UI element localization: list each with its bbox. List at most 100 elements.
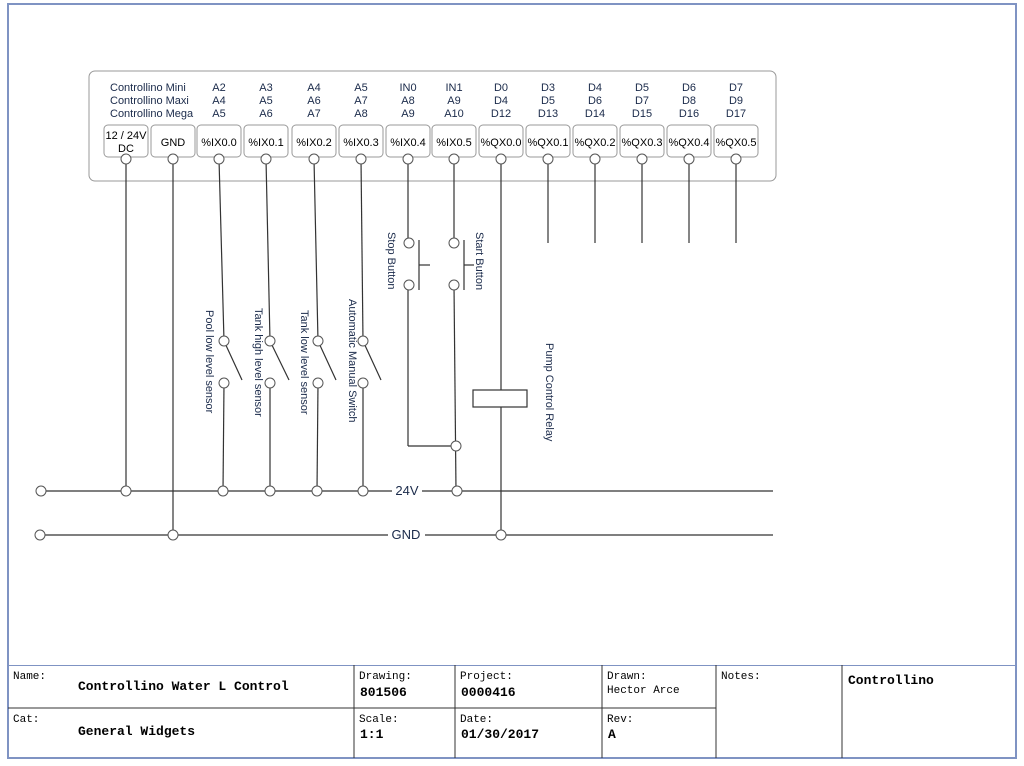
pool-sensor-label: Pool low level sensor — [203, 310, 215, 414]
header-cell: A4 — [212, 95, 225, 107]
pin-label: %IX0.1 — [248, 137, 283, 149]
pin-label: %QX0.3 — [622, 137, 663, 149]
header-cell: D6 — [588, 95, 602, 107]
terminal-node — [402, 153, 414, 165]
terminal-node — [403, 279, 415, 291]
terminal-node — [542, 153, 554, 165]
start-button-label: Start Button — [473, 232, 485, 290]
header-cell: D5 — [541, 95, 555, 107]
terminal-node — [218, 377, 230, 389]
drawing-label: Drawing: — [359, 671, 412, 683]
header-cell: A9 — [401, 108, 414, 120]
header-cell: D5 — [635, 82, 649, 94]
header-cell: D0 — [494, 82, 508, 94]
date-value: 01/30/2017 — [461, 727, 540, 742]
header-label-mini: Controllino Mini — [110, 82, 186, 94]
project-label: Project: — [460, 671, 513, 683]
tank-high-sensor-label: Tank high level sensor — [252, 308, 264, 417]
header-cell: A7 — [354, 95, 367, 107]
terminal-node — [589, 153, 601, 165]
pin-terminal: %IX0.0 — [196, 124, 242, 158]
cat-cell: Cat: General Widgets — [8, 708, 354, 758]
pin-label: 12 / 24V — [106, 130, 148, 142]
terminal-node — [636, 153, 648, 165]
pin-label: %QX0.2 — [575, 137, 616, 149]
header-cell: A6 — [259, 108, 272, 120]
pin-label: %IX0.2 — [296, 137, 331, 149]
scale-label: Scale: — [359, 714, 399, 726]
header-cell: IN0 — [399, 82, 416, 94]
terminal-node — [312, 377, 324, 389]
date-cell: Date: 01/30/2017 — [455, 708, 602, 758]
date-label: Date: — [460, 714, 494, 726]
terminal-node — [260, 153, 272, 165]
pin-label: %IX0.4 — [390, 137, 425, 149]
terminal-node — [403, 237, 415, 249]
drawing-cell: Drawing: 801506 — [354, 665, 455, 708]
terminal-nodes — [34, 153, 742, 541]
pin-terminal: %QX0.0 — [478, 124, 524, 158]
category-value: General Widgets — [78, 724, 196, 739]
pin-label: GND — [161, 137, 186, 149]
header-cell: A6 — [307, 95, 320, 107]
terminal-node — [312, 335, 324, 347]
header-cell: A2 — [212, 82, 225, 94]
name-cell: Name: Controllino Water L Control — [8, 665, 354, 708]
terminal-node — [451, 485, 463, 497]
company-cell: Controllino — [842, 665, 1016, 758]
pin-terminal: %QX0.1 — [525, 124, 571, 158]
terminal-node — [120, 153, 132, 165]
terminal-node — [450, 440, 462, 452]
name-label: Name: — [13, 671, 47, 683]
pin-label: DC — [118, 143, 134, 155]
header-cell: D17 — [726, 108, 746, 120]
terminal-node — [495, 529, 507, 541]
header-cell: D14 — [585, 108, 605, 120]
header-cell: D15 — [632, 108, 652, 120]
terminal-node — [448, 153, 460, 165]
header-cell: D16 — [679, 108, 699, 120]
header-cell: A10 — [444, 108, 464, 120]
company-name: Controllino — [848, 673, 934, 688]
pump-relay-coil — [472, 389, 528, 408]
drawing-number: 801506 — [360, 685, 407, 700]
terminal-node — [217, 485, 229, 497]
cat-label: Cat: — [13, 714, 40, 726]
scale-value: 1:1 — [360, 727, 384, 742]
pin-terminal: %IX0.5 — [431, 124, 477, 158]
terminal-node — [355, 153, 367, 165]
terminal-node — [683, 153, 695, 165]
terminal-node — [264, 335, 276, 347]
header-cell: A5 — [259, 95, 272, 107]
terminal-node — [213, 153, 225, 165]
terminal-node — [34, 529, 46, 541]
rev-label: Rev: — [607, 714, 634, 726]
header-cell: IN1 — [445, 82, 462, 94]
terminal-node — [448, 279, 460, 291]
header-cell: D6 — [682, 82, 696, 94]
terminal-node — [120, 485, 132, 497]
drawn-label: Drawn: — [607, 671, 647, 683]
auto-manual-switch-label: Automatic Manual Switch — [346, 299, 358, 423]
header-cell: A5 — [212, 108, 225, 120]
drawn-by-value: Hector Arce — [607, 685, 680, 697]
terminal-node — [311, 485, 323, 497]
header-cell: A5 — [354, 82, 367, 94]
header-cell: A3 — [259, 82, 272, 94]
header-cell: D7 — [729, 82, 743, 94]
pin-terminal: %IX0.3 — [338, 124, 384, 158]
title-block: Name: Controllino Water L Control Cat: G… — [8, 665, 1016, 758]
pin-terminal: %QX0.2 — [572, 124, 618, 158]
header-cell: D7 — [635, 95, 649, 107]
bus-24v-label: 24V — [395, 483, 418, 498]
header-cell: D12 — [491, 108, 511, 120]
pin-terminal: %QX0.3 — [619, 124, 665, 158]
header-cell: A9 — [447, 95, 460, 107]
pin-terminal: GND — [150, 124, 196, 158]
header-cell: D3 — [541, 82, 555, 94]
terminal-node — [448, 237, 460, 249]
header-cell: A8 — [354, 108, 367, 120]
